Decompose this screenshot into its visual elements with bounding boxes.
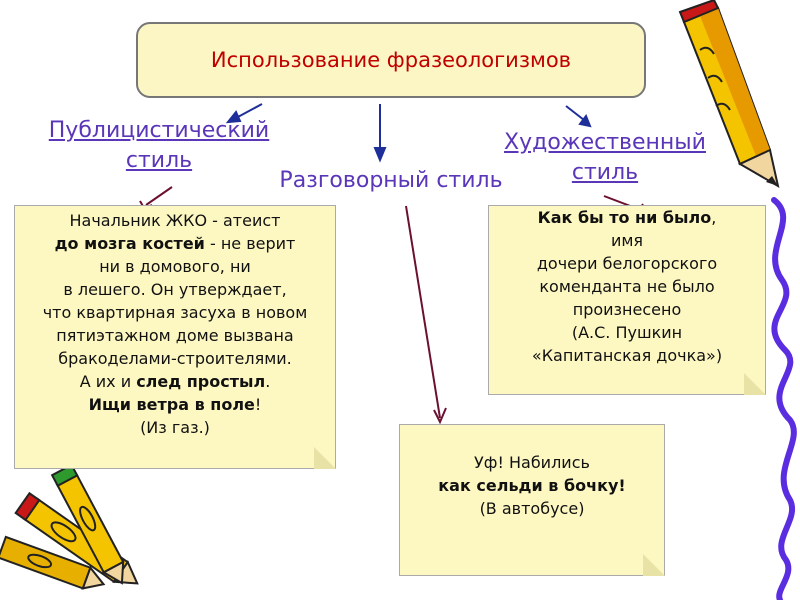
- heading-artistic-line1: Художественный: [504, 130, 706, 155]
- arrow-to-colloquial: [373, 104, 387, 163]
- note-colloquial: Уф! Набились как сельди в бочку! (В автобу…: [399, 424, 665, 576]
- note-text: пятиэтажном доме вызвана: [56, 326, 294, 345]
- note-line: (В автобусе): [400, 497, 664, 520]
- pencil-icon: [678, 0, 780, 189]
- note-text: - не верит: [204, 234, 296, 253]
- note-line: бракоделами-строителями.: [15, 347, 335, 370]
- note-text: ни в домового, ни: [99, 257, 251, 276]
- idiom-text: след простыл: [136, 372, 266, 391]
- heading-artistic-line2: стиль: [571, 160, 639, 185]
- note-line: ни в домового, ни: [15, 255, 335, 278]
- note-line: как сельди в бочку!: [400, 474, 664, 497]
- note-line: имя: [489, 229, 765, 252]
- note-line: Как бы то ни было,: [489, 206, 765, 229]
- title-box: Использование фразеологизмов: [136, 22, 646, 98]
- page-title: Использование фразеологизмов: [210, 48, 572, 72]
- heading-artistic: Художественный стиль: [492, 128, 718, 188]
- note-line: коменданта не было: [489, 275, 765, 298]
- note-text: имя: [610, 231, 644, 250]
- idiom-text: до мозга костей: [54, 234, 205, 253]
- idiom-text: Ищи ветра в поле: [88, 395, 255, 414]
- note-folded-corner: [744, 373, 766, 395]
- arrow-to-artistic: [565, 105, 592, 128]
- note-text: в лешего. Он утверждает,: [63, 280, 287, 299]
- heading-publicistic-line2: стиль: [125, 148, 193, 173]
- note-text: коменданта не было: [539, 277, 715, 296]
- note-text: ,: [711, 208, 717, 227]
- note-text: (А.С. Пушкин: [571, 323, 683, 342]
- note-artistic: Как бы то ни было, имя дочери белогорского…: [488, 205, 766, 395]
- note-text: произнесено: [572, 300, 682, 319]
- note-text: Начальник ЖКО - атеист: [69, 211, 281, 230]
- note-text: .: [265, 372, 271, 391]
- note-publicistic: Начальник ЖКО - атеист до мозга костей - …: [14, 205, 336, 469]
- note-text: (Из газ.): [140, 418, 210, 437]
- note-line: (Из газ.): [15, 416, 335, 439]
- note-text: Уф! Набились: [474, 453, 590, 472]
- crayons-icon: [0, 463, 139, 590]
- heading-colloquial-label: Разговорный стиль: [279, 168, 503, 193]
- note-text: А их и: [79, 372, 137, 391]
- heading-publicistic: Публицистический стиль: [26, 116, 292, 176]
- note-text: !: [254, 395, 262, 414]
- arrow-to-middle-note: [405, 205, 447, 425]
- note-line: что квартирная засуха в новом: [15, 301, 335, 324]
- note-line: произнесено: [489, 298, 765, 321]
- note-line: в лешего. Он утверждает,: [15, 278, 335, 301]
- idiom-text: как сельди в бочку!: [438, 476, 626, 495]
- note-folded-corner: [643, 554, 665, 576]
- heading-colloquial: Разговорный стиль: [266, 166, 516, 196]
- note-text: «Капитанская дочка»): [531, 346, 723, 365]
- note-text: (В автобусе): [479, 499, 585, 518]
- note-line: А их и след простыл.: [15, 370, 335, 393]
- arrow-to-publicistic: [225, 103, 263, 124]
- idiom-text: Как бы то ни было: [537, 208, 712, 227]
- note-line: Начальник ЖКО - атеист: [15, 209, 335, 232]
- note-line: Уф! Набились: [400, 451, 664, 474]
- note-line: «Капитанская дочка»): [489, 344, 765, 367]
- heading-publicistic-line1: Публицистический: [48, 118, 270, 143]
- note-line: Ищи ветра в поле!: [15, 393, 335, 416]
- note-line: до мозга костей - не верит: [15, 232, 335, 255]
- note-folded-corner: [314, 447, 336, 469]
- note-line: пятиэтажном доме вызвана: [15, 324, 335, 347]
- note-text: бракоделами-строителями.: [58, 349, 292, 368]
- note-line: (А.С. Пушкин: [489, 321, 765, 344]
- note-text: что квартирная засуха в новом: [42, 303, 308, 322]
- note-text: дочери белогорского: [536, 254, 718, 273]
- note-line: дочери белогорского: [489, 252, 765, 275]
- ribbon-curl: [771, 197, 797, 600]
